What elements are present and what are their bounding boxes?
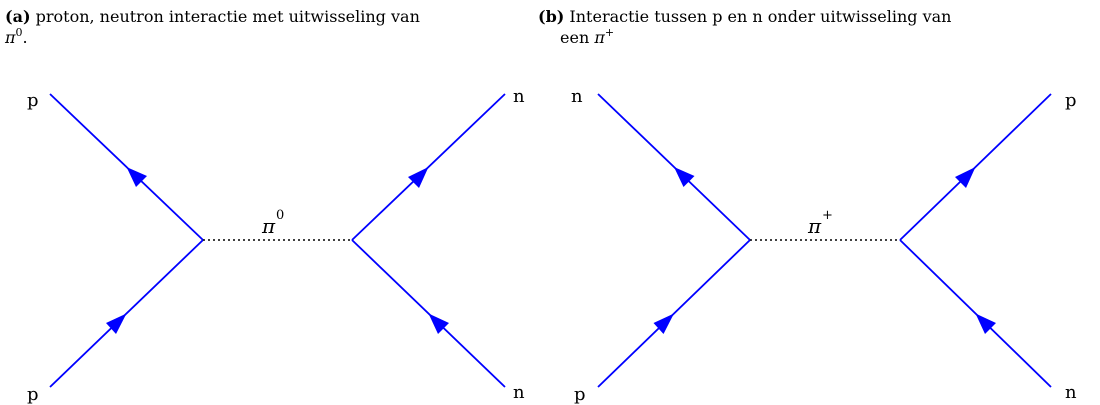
arrow-top-right	[955, 167, 976, 188]
caption-tag: (b)	[538, 7, 565, 26]
label-top-right: p	[1065, 90, 1077, 111]
arrow-bottom-right	[975, 313, 996, 334]
exchange-label-sup: 0	[276, 208, 284, 223]
arrow-top-left	[126, 167, 147, 187]
caption-text: proton, neutron interactie met uitwissel…	[35, 7, 420, 26]
label-bottom-right: n	[513, 382, 525, 403]
caption-math-base: π	[594, 28, 605, 47]
label-top-left: n	[571, 86, 583, 107]
arrow-top-left	[674, 167, 695, 187]
caption-end: .	[22, 28, 28, 47]
caption-text: Interactie tussen p en n onder uitwissel…	[569, 7, 952, 26]
arrow-top-right	[408, 167, 429, 188]
feynman-diagram-a: (a) proton, neutron interactie met uitwi…	[0, 0, 545, 405]
arrow-bottom-right	[428, 313, 449, 334]
caption-tag: (a)	[5, 7, 31, 26]
caption-b: (b) Interactie tussen p en n onder uitwi…	[538, 6, 1083, 48]
exchange-label-sup: +	[822, 208, 833, 223]
caption-math-sup: 0	[15, 26, 23, 39]
caption-math-base: π	[5, 28, 16, 47]
label-top-right: n	[513, 86, 525, 107]
diagram-a-svg: p p n n π 0	[27, 86, 525, 405]
feynman-diagram-b: (b) Interactie tussen p en n onder uitwi…	[538, 0, 1098, 405]
arrow-bottom-left	[653, 313, 674, 334]
label-top-left: p	[27, 90, 39, 111]
caption-line-2: π0.	[5, 27, 545, 48]
diagram-b-svg: n p p n π +	[571, 86, 1077, 405]
caption-line2-prefix: een	[560, 28, 590, 47]
label-bottom-left: p	[574, 384, 586, 405]
caption-line-2: een π+	[560, 27, 1083, 48]
caption-a: (a) proton, neutron interactie met uitwi…	[5, 6, 545, 48]
label-bottom-right: n	[1065, 382, 1077, 403]
caption-math-sup: +	[604, 26, 615, 39]
exchange-label-base: π	[807, 214, 822, 238]
exchange-label-base: π	[261, 214, 276, 238]
label-bottom-left: p	[27, 384, 39, 405]
arrow-bottom-left	[106, 313, 127, 334]
